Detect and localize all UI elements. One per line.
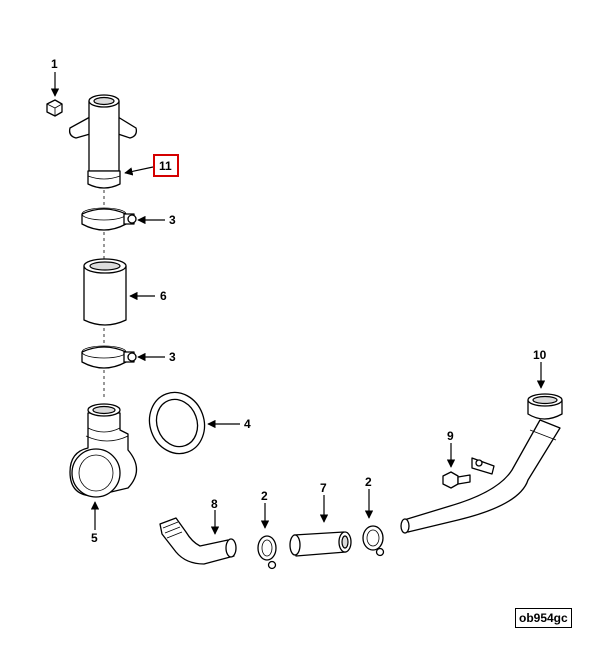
callout-1: 1 xyxy=(51,57,58,71)
reference-code: ob954gc xyxy=(515,608,572,628)
part-4-gasket xyxy=(148,391,206,455)
callout-2-right: 2 xyxy=(365,475,372,489)
callout-2-left: 2 xyxy=(261,489,268,503)
part-6-straight-hose xyxy=(83,258,127,326)
callout-3-upper: 3 xyxy=(169,213,176,227)
part-2-left-clamp xyxy=(257,535,277,570)
part-8-elbow-hose xyxy=(159,517,237,565)
callout-4: 4 xyxy=(244,417,251,431)
part-11-cross-fitting xyxy=(68,94,138,189)
callout-10: 10 xyxy=(533,348,547,362)
part-9-bolt xyxy=(442,471,471,489)
callout-6: 6 xyxy=(160,289,167,303)
callout-9: 9 xyxy=(447,429,454,443)
part-7-short-hose xyxy=(289,531,352,557)
callout-7: 7 xyxy=(320,481,327,495)
part-3-upper-clamp xyxy=(81,207,137,231)
callout-11-highlight xyxy=(153,154,179,177)
callout-8: 8 xyxy=(211,497,218,511)
part-1-plug xyxy=(46,99,63,117)
leader-11 xyxy=(124,166,154,176)
callout-5: 5 xyxy=(91,531,98,545)
part-3-lower-clamp xyxy=(81,345,137,369)
part-5-housing xyxy=(69,403,138,498)
callout-11: 11 xyxy=(159,159,172,173)
callout-3-lower: 3 xyxy=(169,350,176,364)
part-2-right-clamp xyxy=(362,525,385,557)
part-10-bent-tube xyxy=(400,393,563,534)
